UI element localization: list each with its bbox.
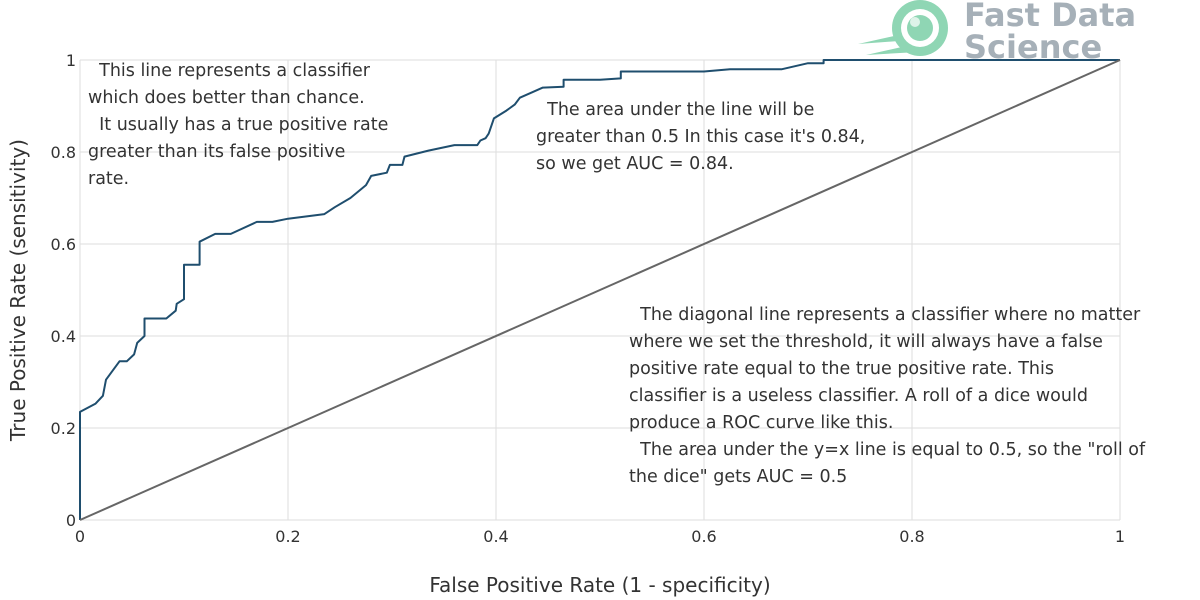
annotation-line: so we get AUC = 0.84. xyxy=(536,154,734,174)
logo-mark-icon xyxy=(858,0,948,56)
annotation-line: which does better than chance. xyxy=(88,88,365,108)
y-axis-title: True Positive Rate (sensitivity) xyxy=(6,139,30,442)
annotation-line: The diagonal line represents a classifie… xyxy=(629,305,1141,325)
annotation-line: rate. xyxy=(88,169,129,189)
x-tick-label: 0.2 xyxy=(275,527,300,546)
annotation-line: positive rate equal to the true positive… xyxy=(629,359,1054,379)
y-tick-label: 0 xyxy=(66,511,76,530)
annotation-line: classifier is a useless classifier. A ro… xyxy=(629,386,1088,406)
annotation-line: where we set the threshold, it will alwa… xyxy=(629,332,1103,352)
x-tick-label: 0.6 xyxy=(691,527,716,546)
roc-curve-line xyxy=(79,59,1120,520)
annotation-auc-084: The area under the line will be greater t… xyxy=(536,100,865,174)
x-tick-label: 0 xyxy=(75,527,85,546)
logo-text-line2: Science xyxy=(964,28,1102,66)
logo-text-line1: Fast Data xyxy=(964,0,1136,34)
annotation-line: This line represents a classifier xyxy=(88,61,371,81)
y-tick-label: 0.8 xyxy=(51,143,76,162)
x-axis-title: False Positive Rate (1 - specificity) xyxy=(429,573,770,597)
x-tick-label: 0.4 xyxy=(483,527,508,546)
y-tick-labels: 0 0.2 0.4 0.6 0.8 1 xyxy=(51,51,76,530)
y-tick-label: 0.6 xyxy=(51,235,76,254)
annotation-line: greater than its false positive xyxy=(88,142,345,162)
y-tick-label: 0.2 xyxy=(51,419,76,438)
annotation-line: greater than 0.5 In this case it's 0.84, xyxy=(536,127,865,147)
annotation-line: The area under the y=x line is equal to … xyxy=(629,440,1146,460)
fast-data-science-logo: Fast Data Science xyxy=(858,0,1136,66)
annotation-diagonal-useless: The diagonal line represents a classifie… xyxy=(629,305,1146,487)
x-tick-label: 0.8 xyxy=(899,527,924,546)
grid-lines xyxy=(79,59,1121,521)
diagonal-chance-line xyxy=(79,59,1121,521)
annotation-line: It usually has a true positive rate xyxy=(88,115,388,135)
annotation-line: the dice" gets AUC = 0.5 xyxy=(629,467,847,487)
x-tick-labels: 0 0.2 0.4 0.6 0.8 1 xyxy=(75,527,1125,546)
annotation-line: The area under the line will be xyxy=(536,100,814,120)
annotation-better-than-chance: This line represents a classifier which d… xyxy=(88,61,388,189)
y-tick-label: 0.4 xyxy=(51,327,76,346)
series-layer xyxy=(79,59,1121,521)
x-tick-label: 1 xyxy=(1115,527,1125,546)
annotation-line: produce a ROC curve like this. xyxy=(629,413,893,433)
y-tick-label: 1 xyxy=(66,51,76,70)
